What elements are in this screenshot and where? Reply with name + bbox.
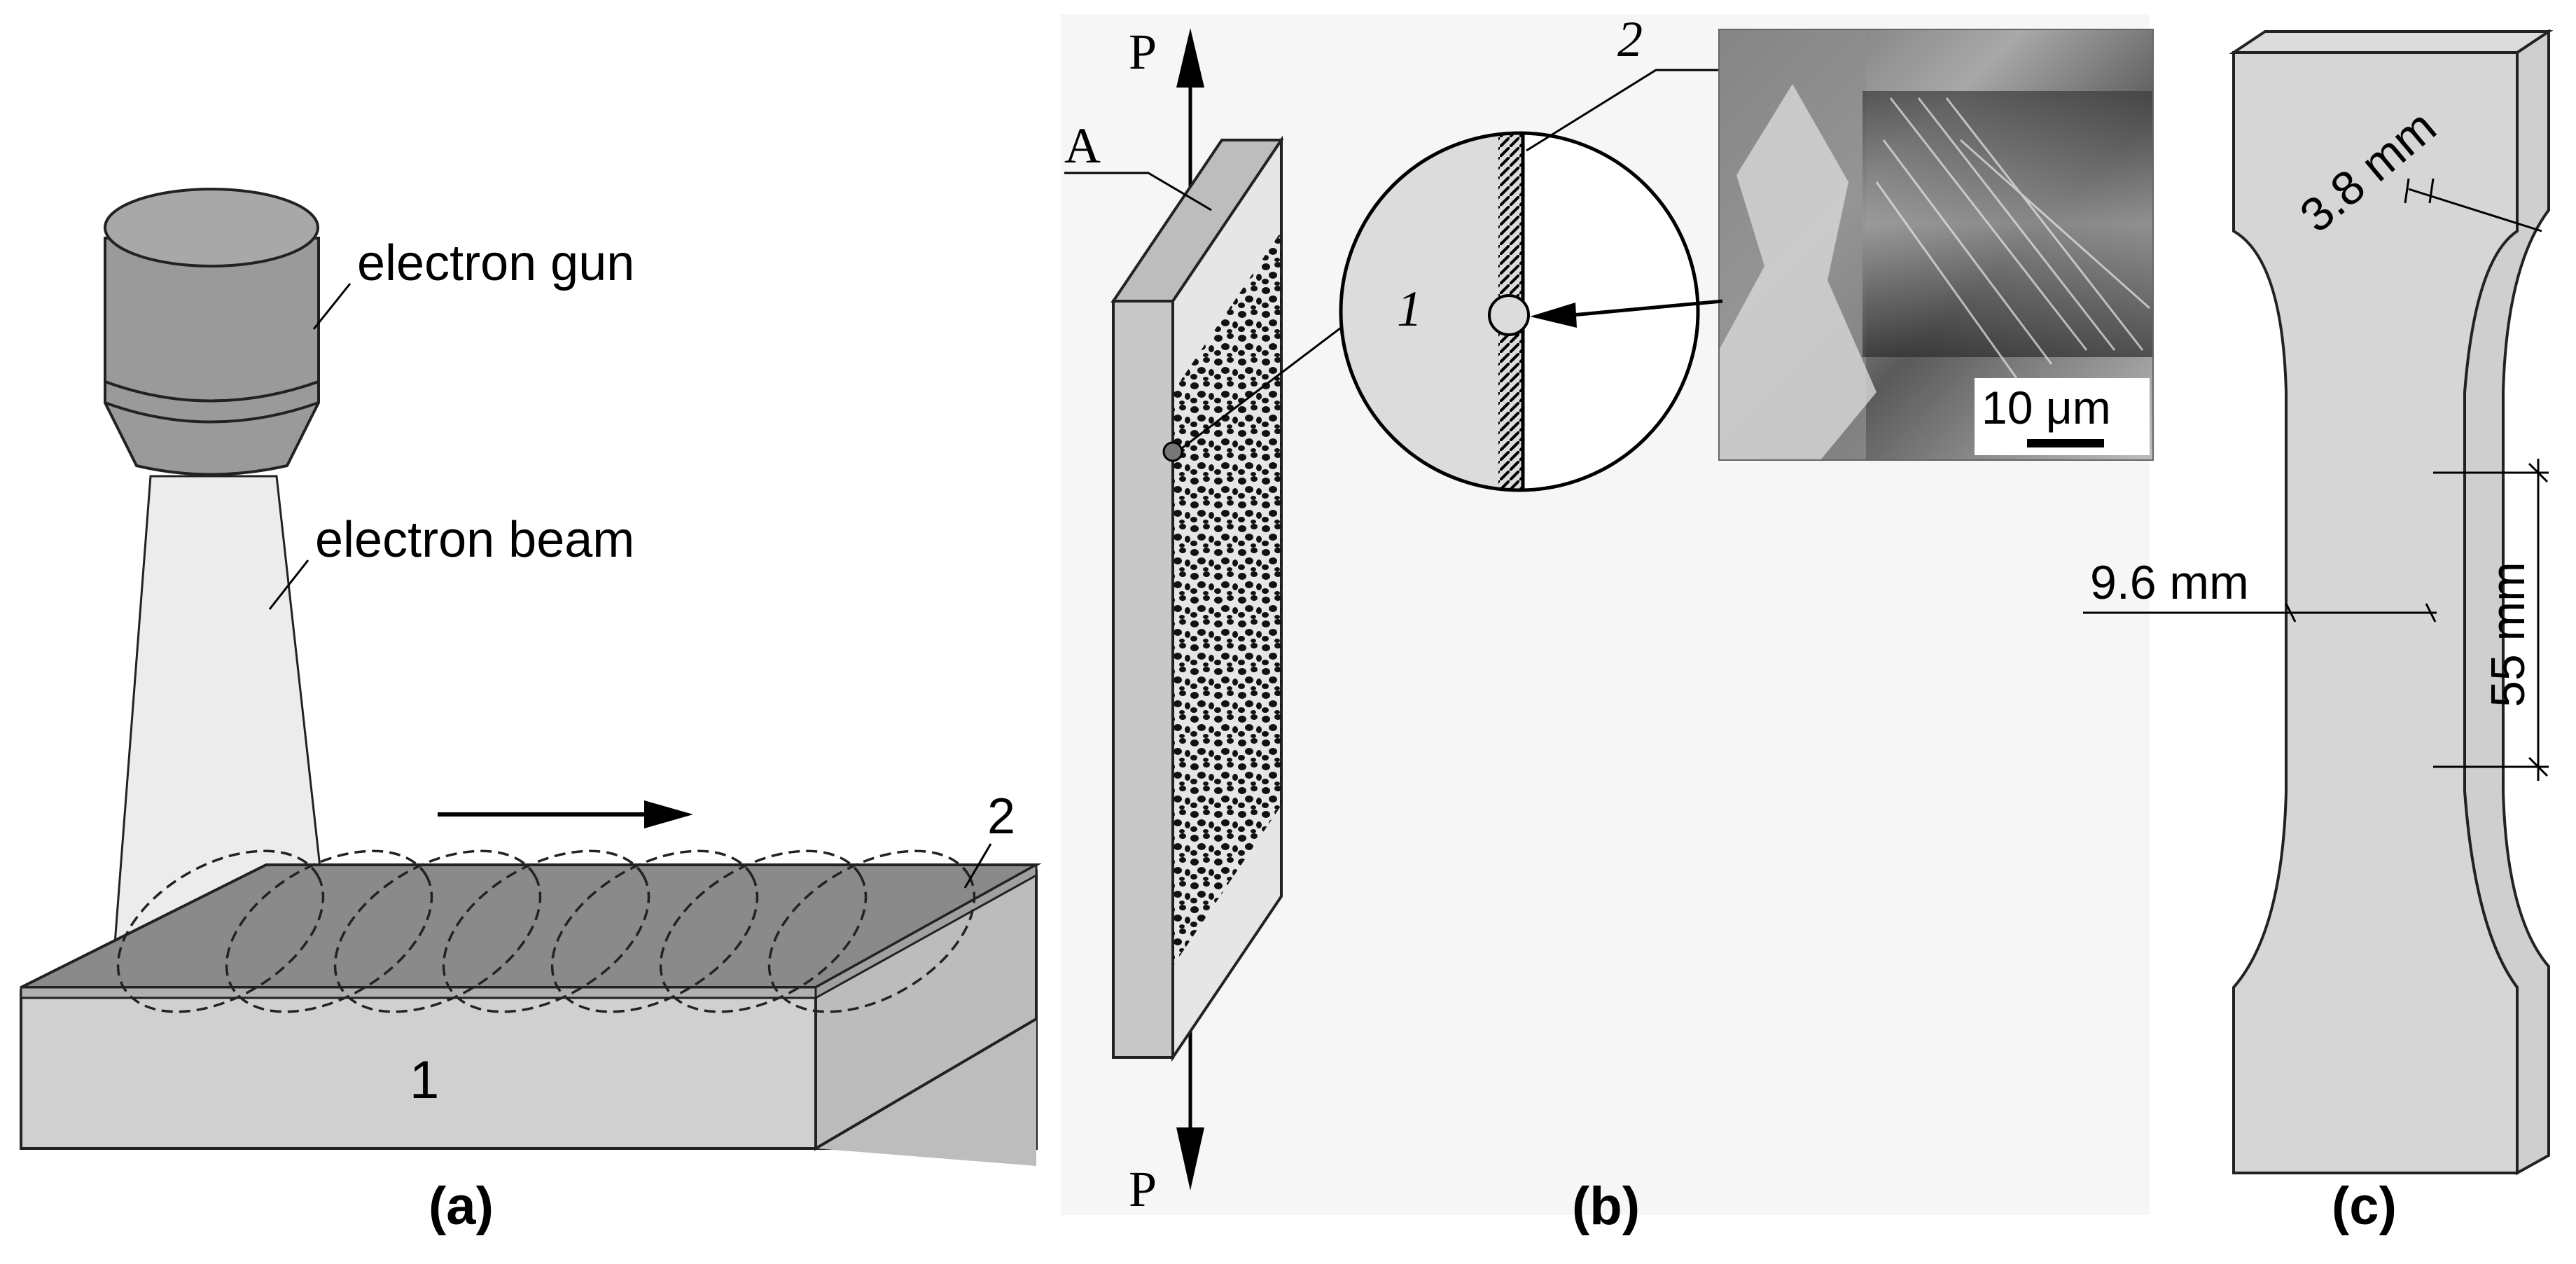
load-top-label: P — [1129, 24, 1157, 80]
face-a-leader — [1064, 172, 1212, 211]
panel-a: electron gun electron beam 1 2 (a) — [20, 188, 1042, 1236]
electron-gun-label: electron gun — [357, 235, 634, 291]
panel-b: A P P 1 2 — [1061, 11, 2154, 1236]
width-label: 9.6 mm — [2090, 556, 2249, 609]
substrate-label: 1 — [410, 1050, 439, 1110]
width-dimension — [2083, 603, 2437, 623]
load-bottom-label: P — [1129, 1161, 1157, 1217]
beam-leader-line — [268, 560, 309, 610]
panel-c-label: (c) — [2332, 1176, 2397, 1236]
scale-bar-label: 10 μm — [1982, 382, 2111, 433]
layer-leader-line — [963, 843, 992, 889]
melt-pool-tracks — [116, 849, 976, 1013]
surface-layer — [20, 863, 1042, 1000]
thickness-dimension — [2404, 178, 2542, 232]
panel-a-label: (a) — [429, 1176, 494, 1236]
porous-coating — [1173, 231, 1281, 966]
face-a-label: A — [1064, 118, 1101, 174]
sem-pointer-head — [1530, 303, 1577, 328]
gun-leader-line — [312, 283, 351, 330]
specimen-plate — [1111, 135, 1284, 1062]
electron-gun — [104, 188, 320, 476]
sample-point — [1162, 441, 1183, 462]
panel-b-label: (b) — [1572, 1176, 1640, 1236]
sem-micrograph — [1718, 29, 2154, 461]
layer-label: 2 — [987, 789, 1015, 845]
panel-c: 3.8 mm 9.6 mm 55 mm (c) — [2083, 29, 2554, 1236]
electron-beam-label: electron beam — [315, 512, 634, 568]
gauge-length-dimension — [2433, 459, 2549, 781]
scale-bar — [2027, 439, 2104, 447]
zone-1-label: 1 — [1397, 281, 1422, 337]
sem-pointer-line — [1571, 299, 1723, 317]
scan-direction-arrow — [438, 800, 693, 828]
zone-2-label: 2 — [1617, 11, 1643, 67]
gauge-length-label: 55 mm — [2481, 562, 2535, 707]
substrate-block — [20, 869, 1038, 1166]
defect-spot — [1488, 294, 1530, 336]
